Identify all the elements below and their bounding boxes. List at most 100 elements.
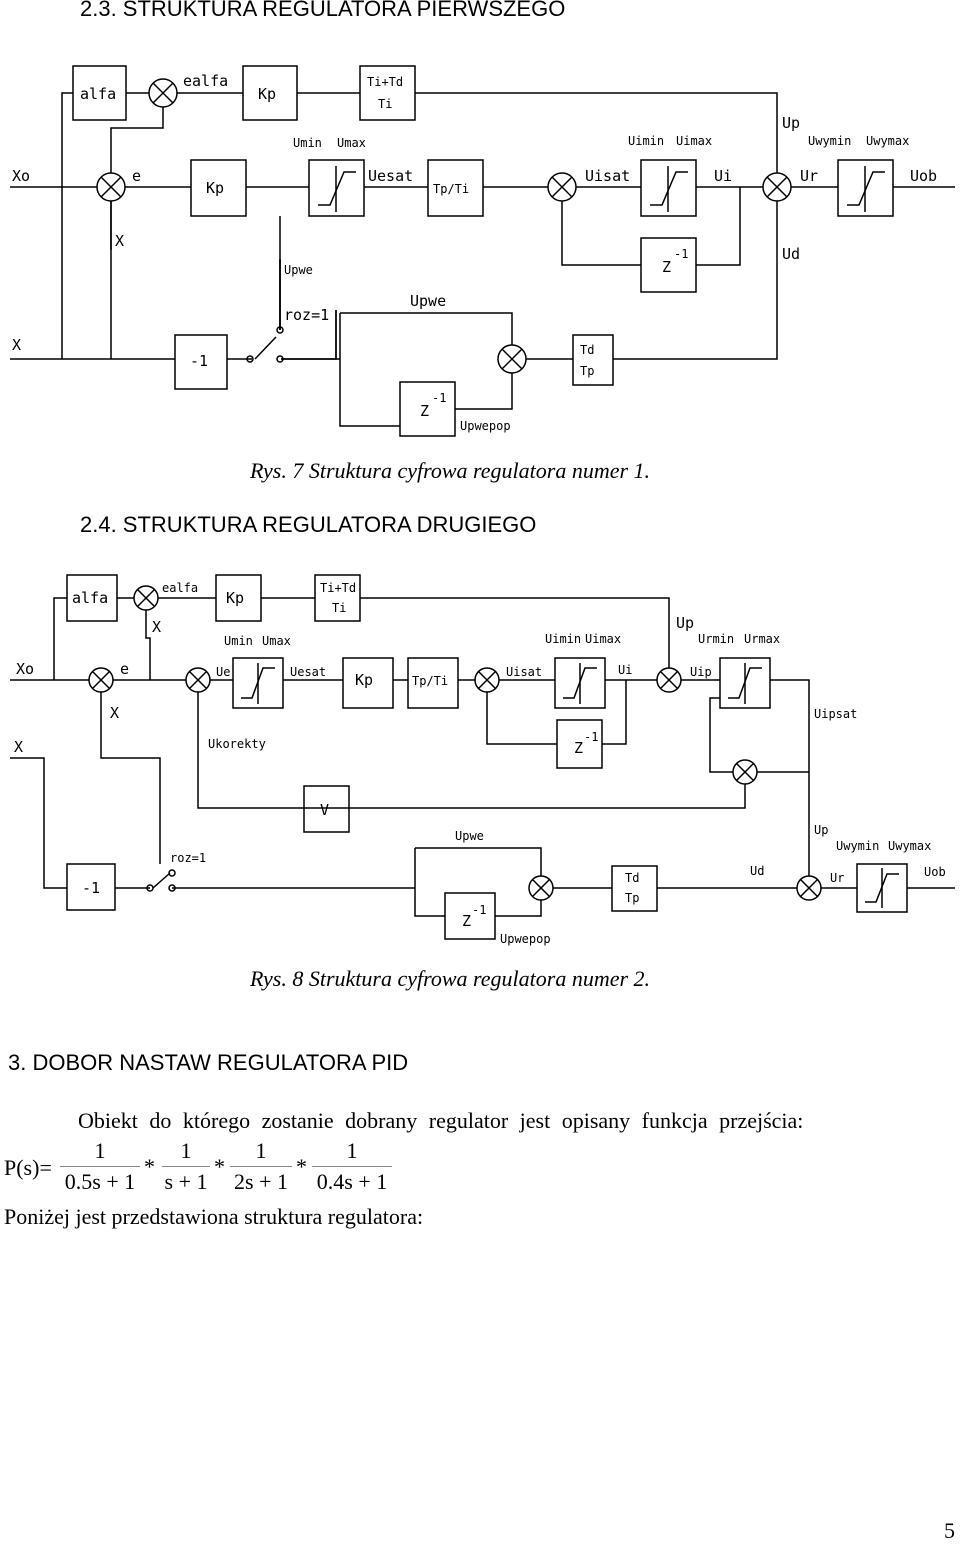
label-z1: Z	[574, 739, 583, 757]
label-x-a: X	[152, 618, 161, 636]
fraction-2-bar	[162, 1166, 210, 1167]
label-umax: Umax	[337, 136, 366, 150]
label-z2: Z	[420, 402, 429, 420]
block-limit-out	[837, 159, 894, 217]
label-ukorekty: Ukorekty	[208, 737, 266, 751]
label-uipsat: Uipsat	[814, 707, 857, 721]
fraction-3-den: 2s + 1	[234, 1169, 288, 1194]
block-neg1	[174, 334, 228, 390]
label-uimax: Uimax	[676, 134, 712, 148]
label-uwymax: Uwymax	[866, 134, 909, 148]
diagram-regulator-2: alfa ealfa Kp Ti+Td Ti X Xo e X X Ue Umi…	[0, 568, 960, 958]
label-tp: Tp	[580, 364, 594, 378]
label-ealfa: ealfa	[162, 581, 198, 595]
label-umin: Umin	[293, 136, 322, 150]
label-e: e	[132, 167, 141, 185]
label-roz: roz=1	[170, 851, 206, 865]
diagram-regulator-1: alfa ealfa Kp Ti+Td Ti Xo e X Kp Umin Um…	[0, 50, 960, 450]
label-z1-exp: -1	[584, 730, 598, 744]
label-uwymin: Uwymin	[836, 839, 879, 853]
label-uesat: Uesat	[368, 167, 413, 185]
label-v: V	[320, 801, 329, 819]
block-limit-i	[554, 657, 606, 709]
label-td: Td	[580, 343, 594, 357]
label-ti-td: Ti+Td	[320, 581, 356, 595]
fraction-3: 1 2s + 1	[230, 1138, 292, 1195]
label-uimax: Uimax	[585, 632, 621, 646]
label-z1-exp: -1	[674, 247, 688, 261]
label-uimin: Uimin	[628, 134, 664, 148]
label-xo: Xo	[16, 660, 34, 678]
fraction-2-den: s + 1	[164, 1169, 208, 1194]
label-uisat: Uisat	[506, 665, 542, 679]
label-kp-top: Kp	[226, 589, 244, 607]
fraction-4-den: 0.4s + 1	[316, 1169, 388, 1194]
label-up-2: Up	[814, 823, 828, 837]
label-x-1: X	[115, 232, 124, 250]
fraction-4-num: 1	[346, 1138, 358, 1163]
fraction-1: 1 0.5s + 1	[60, 1138, 140, 1195]
label-uip: Uip	[690, 665, 712, 679]
label-neg1: -1	[82, 879, 100, 897]
fraction-1-bar	[60, 1166, 140, 1167]
figure-caption-7: Rys. 7 Struktura cyfrowa regulatora nume…	[250, 458, 651, 483]
multiply-sign-1: *	[144, 1154, 155, 1179]
fraction-1-den: 0.5s + 1	[64, 1169, 136, 1194]
label-upwepop: Upwepop	[460, 419, 511, 433]
label-ui: Ui	[714, 167, 732, 185]
label-kp-top: Kp	[258, 85, 276, 103]
page-number: 5	[944, 1518, 955, 1543]
label-kp: Kp	[355, 671, 373, 689]
label-ud: Ud	[782, 245, 800, 263]
fraction-2: 1 s + 1	[162, 1138, 210, 1195]
label-ur: Ur	[830, 871, 844, 885]
block-v	[303, 785, 350, 833]
label-upwe: Upwe	[455, 829, 484, 843]
label-alfa: alfa	[80, 85, 116, 103]
fraction-4: 1 0.4s + 1	[312, 1138, 392, 1195]
label-ue: Ue	[216, 665, 230, 679]
label-z1: Z	[662, 258, 671, 276]
label-td: Td	[625, 871, 639, 885]
block-kp	[342, 657, 394, 709]
label-tp-ti: Tp/Ti	[412, 674, 448, 688]
label-ui: Ui	[618, 663, 632, 677]
label-x-2: X	[14, 738, 23, 756]
fraction-3-bar	[230, 1166, 292, 1167]
label-up: Up	[676, 614, 694, 632]
label-ealfa: ealfa	[183, 72, 228, 90]
intro-paragraph: Obiekt do którego zostanie dobrany regul…	[78, 1108, 804, 1133]
block-limit-e	[308, 159, 365, 217]
label-urmin: Urmin	[698, 632, 734, 646]
block-kp	[190, 159, 247, 217]
outro-paragraph: Poniżej jest przedstawiona struktura reg…	[4, 1204, 424, 1229]
label-ud: Ud	[750, 864, 764, 878]
label-uob: Uob	[910, 167, 937, 185]
block-limit-i	[640, 159, 697, 217]
section-heading-2-4: 2.4. STRUKTURA REGULATORA DRUGIEGO	[80, 512, 537, 537]
multiply-sign-3: *	[296, 1154, 307, 1179]
label-upwepop: Upwepop	[500, 932, 551, 946]
label-neg1: -1	[190, 352, 208, 370]
label-x-2: X	[12, 336, 21, 354]
block-limit-e	[232, 657, 284, 709]
label-z2-exp: -1	[472, 903, 486, 917]
label-urmax: Urmax	[744, 632, 780, 646]
label-upwe: Upwe	[410, 292, 446, 310]
label-tp-ti: Tp/Ti	[433, 182, 469, 196]
section-heading-3: 3. DOBOR NASTAW REGULATORA PID	[8, 1050, 409, 1075]
label-z2: Z	[462, 912, 471, 930]
label-uimin: Uimin	[545, 632, 581, 646]
label-e: e	[120, 660, 129, 678]
label-ti: Ti	[378, 97, 392, 111]
section-heading-2-3: 2.3. STRUKTURA REGULATORA PIERWSZEGO	[80, 0, 566, 21]
label-uwymax: Uwymax	[888, 839, 931, 853]
block-tp-ti	[427, 159, 484, 217]
label-ti: Ti	[332, 601, 346, 615]
figure-caption-8: Rys. 8 Struktura cyfrowa regulatora nume…	[250, 966, 651, 991]
label-ur: Ur	[800, 167, 818, 185]
block-tp-ti	[407, 657, 459, 709]
fraction-2-num: 1	[180, 1138, 192, 1163]
fraction-1-num: 1	[94, 1138, 106, 1163]
label-roz: roz=1	[284, 306, 329, 324]
